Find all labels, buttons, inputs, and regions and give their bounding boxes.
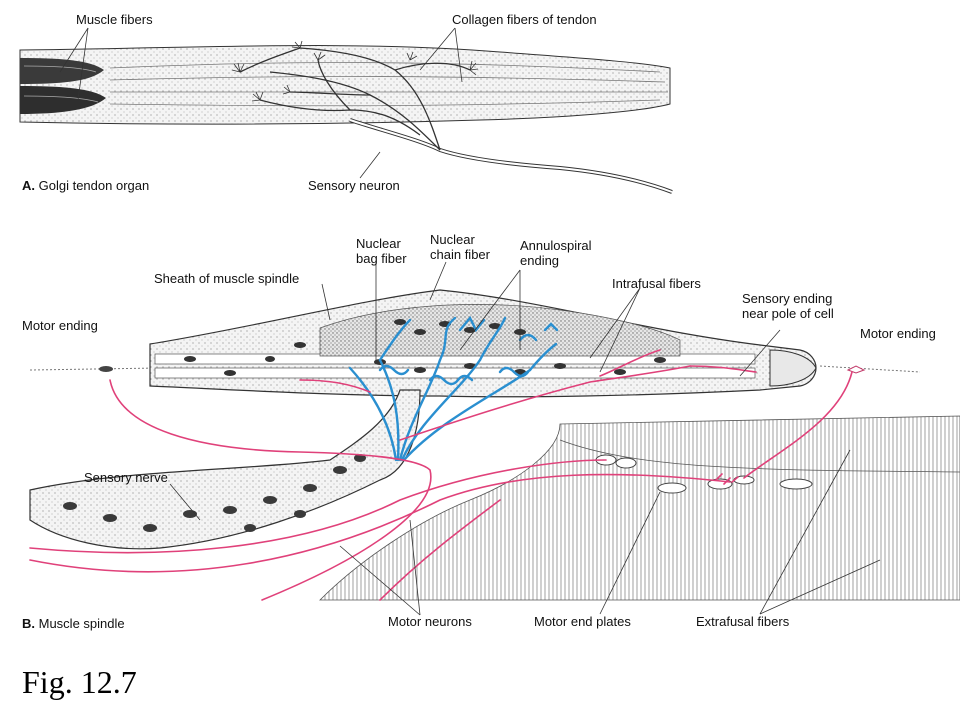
label-motor-end-plates: Motor end plates [534,614,631,629]
panel-a-letter: A. [22,178,35,193]
label-nuclear-bag-2: bag fiber [356,251,407,266]
label-intrafusal: Intrafusal fibers [612,276,701,291]
label-annulospiral-2: ending [520,253,560,268]
label-nuclear-chain-1: Nuclear [430,232,475,247]
muscle-spindle-drawing [29,261,960,616]
label-extrafusal: Extrafusal fibers [696,614,790,629]
label-sensory-neuron: Sensory neuron [308,178,400,193]
panel-b-title: B. Muscle spindle [22,616,125,631]
panel-b-name: Muscle spindle [38,616,125,631]
label-nuclear-chain-2: chain fiber [430,247,490,262]
label-annulospiral-1: Annulospiral [520,238,592,253]
label-sensory-ending-1: Sensory ending [742,291,833,306]
label-muscle-fibers: Muscle fibers [76,12,153,27]
panel-b-letter: B. [22,616,35,631]
label-motor-ending-right: Motor ending [860,326,936,341]
panel-a-name: Golgi tendon organ [38,178,150,193]
label-collagen-fibers: Collagen fibers of tendon [452,12,597,27]
figure-caption: Fig. 12.7 [22,664,137,700]
label-sensory-ending-2: near pole of cell [742,306,834,321]
panel-a-title: A. Golgi tendon organ [22,178,149,193]
label-sensory-nerve: Sensory nerve [84,470,168,485]
label-motor-neurons: Motor neurons [388,614,472,629]
label-sheath: Sheath of muscle spindle [154,271,300,286]
label-motor-ending-left: Motor ending [22,318,98,333]
golgi-tendon-organ-drawing [19,27,673,194]
label-nuclear-bag-1: Nuclear [356,236,401,251]
